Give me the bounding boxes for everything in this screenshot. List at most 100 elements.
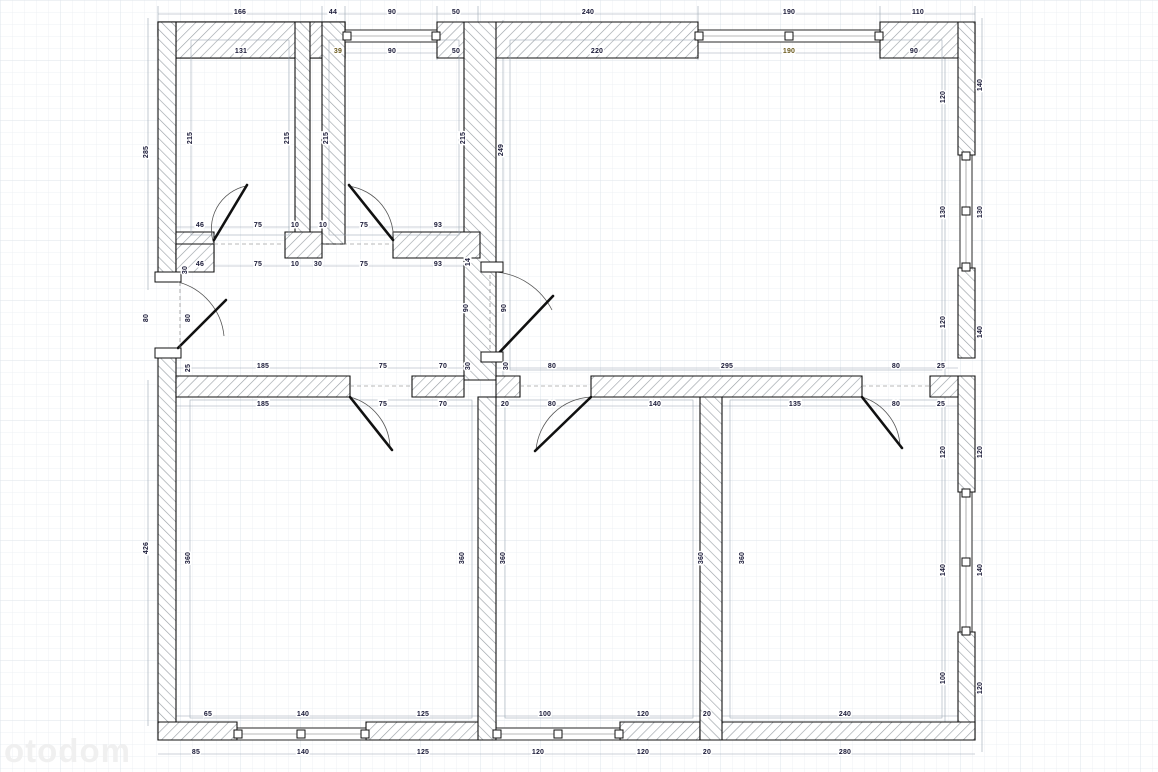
interior-walls bbox=[175, 21, 959, 741]
dimension-label: 140 bbox=[977, 326, 984, 338]
dimension-label-halo: 90 bbox=[910, 48, 918, 55]
dimension-label: 80 bbox=[892, 401, 900, 408]
dimension-label: 50 bbox=[452, 9, 460, 16]
window bbox=[233, 727, 370, 741]
dimension-label: 75 bbox=[254, 222, 262, 229]
dimension-label: 75 bbox=[360, 222, 368, 229]
dimension-label-halo: 75 bbox=[360, 222, 368, 229]
dimension-label-halo: 50 bbox=[452, 9, 460, 16]
dimension-label: 295 bbox=[721, 363, 733, 370]
dimension-label-halo: 166 bbox=[234, 9, 246, 16]
dimension-label: 130 bbox=[977, 206, 984, 218]
dimension-label-halo: 120 bbox=[977, 446, 984, 458]
dimension-label: 280 bbox=[839, 749, 851, 756]
dimension-label-halo: 70 bbox=[439, 401, 447, 408]
door bbox=[210, 183, 285, 245]
dimension-label-halo: 25 bbox=[185, 364, 192, 372]
dimension-label-halo: 120 bbox=[637, 711, 649, 718]
dimension-label: 75 bbox=[379, 363, 387, 370]
dimension-label: 240 bbox=[839, 711, 851, 718]
dimension-label: 185 bbox=[257, 363, 269, 370]
dimension-label-halo: 120 bbox=[977, 682, 984, 694]
dimension-label-halo: 140 bbox=[977, 79, 984, 91]
dimension-label-halo: 100 bbox=[539, 711, 551, 718]
dimension-label: 190 bbox=[783, 9, 795, 16]
dimension-label: 100 bbox=[539, 711, 551, 718]
dimension-label: 90 bbox=[463, 304, 470, 312]
dimension-label: 140 bbox=[297, 749, 309, 756]
door bbox=[480, 261, 555, 363]
dimension-label: 80 bbox=[143, 314, 150, 322]
dimension-label-halo: 295 bbox=[721, 363, 733, 370]
dimension-label-halo: 50 bbox=[452, 48, 460, 55]
dimension-label: 70 bbox=[439, 401, 447, 408]
dimension-label: 360 bbox=[739, 552, 746, 564]
dimension-label-halo: 75 bbox=[254, 261, 262, 268]
dimension-label: 360 bbox=[500, 552, 507, 564]
dimension-label: 20 bbox=[501, 401, 509, 408]
dimension-label: 166 bbox=[234, 9, 246, 16]
dimension-label-halo: 120 bbox=[940, 91, 947, 103]
dimension-label: 90 bbox=[388, 9, 396, 16]
dimension-label-halo: 90 bbox=[463, 304, 470, 312]
door bbox=[348, 395, 394, 452]
dimension-label-halo: 85 bbox=[192, 749, 200, 756]
dimension-label-halo: 125 bbox=[417, 749, 429, 756]
dimension-label: 215 bbox=[323, 132, 330, 144]
dimension-label-halo: 80 bbox=[185, 314, 192, 322]
door bbox=[322, 183, 395, 245]
dimension-label: 120 bbox=[977, 446, 984, 458]
windows bbox=[154, 29, 973, 741]
dimension-label-halo: 280 bbox=[839, 749, 851, 756]
dimension-label: 120 bbox=[940, 316, 947, 328]
dimension-label: 360 bbox=[459, 552, 466, 564]
dimension-label-halo: 46 bbox=[196, 222, 204, 229]
dimension-label: 100 bbox=[940, 672, 947, 684]
dimension-label: 140 bbox=[977, 564, 984, 576]
dimension-label-halo: 120 bbox=[637, 749, 649, 756]
window bbox=[959, 488, 973, 636]
dimension-label: 140 bbox=[977, 79, 984, 91]
dimension-label: 120 bbox=[977, 682, 984, 694]
dimension-label-halo: 215 bbox=[460, 132, 467, 144]
window bbox=[342, 29, 441, 43]
window bbox=[959, 151, 973, 272]
dimension-label: 93 bbox=[434, 261, 442, 268]
dimension-label-halo: 30 bbox=[314, 261, 322, 268]
dimension-label: 75 bbox=[254, 261, 262, 268]
dimension-label-halo: 360 bbox=[459, 552, 466, 564]
dimension-label: 360 bbox=[185, 552, 192, 564]
dimension-label: 215 bbox=[460, 132, 467, 144]
dimension-label-halo: 44 bbox=[329, 9, 337, 16]
dimension-label-halo: 215 bbox=[187, 132, 194, 144]
dimension-label: 140 bbox=[297, 711, 309, 718]
dimension-label-halo: 20 bbox=[703, 749, 711, 756]
dimension-label-halo: 140 bbox=[940, 564, 947, 576]
dimension-label-halo: 46 bbox=[196, 261, 204, 268]
dimension-label: 30 bbox=[314, 261, 322, 268]
dimension-label-halo: 125 bbox=[417, 711, 429, 718]
dimension-label-halo: 130 bbox=[940, 206, 947, 218]
dimension-label-halo: 65 bbox=[204, 711, 212, 718]
dimension-label-halo: 240 bbox=[582, 9, 594, 16]
dimension-label: 50 bbox=[452, 48, 460, 55]
dimension-label: 426 bbox=[143, 542, 150, 554]
dimension-label-halo: 360 bbox=[739, 552, 746, 564]
dimension-label-halo: 25 bbox=[937, 401, 945, 408]
dimension-label-halo: 120 bbox=[940, 316, 947, 328]
dimension-label: 120 bbox=[940, 446, 947, 458]
dimension-label-halo: 30 bbox=[182, 266, 189, 274]
dimension-label-halo: 14 bbox=[465, 258, 472, 266]
dimension-label-halo: 360 bbox=[500, 552, 507, 564]
dimension-label-halo: 185 bbox=[257, 363, 269, 370]
dimension-label-halo: 100 bbox=[940, 672, 947, 684]
dimension-label: 70 bbox=[439, 363, 447, 370]
dimension-label-halo: 10 bbox=[319, 222, 327, 229]
dimension-label-halo: 130 bbox=[977, 206, 984, 218]
dimension-label: 85 bbox=[192, 749, 200, 756]
dimension-label-halo: 190 bbox=[783, 48, 795, 55]
dimension-label-halo: 80 bbox=[548, 363, 556, 370]
dimension-label-halo: 285 bbox=[143, 146, 150, 158]
